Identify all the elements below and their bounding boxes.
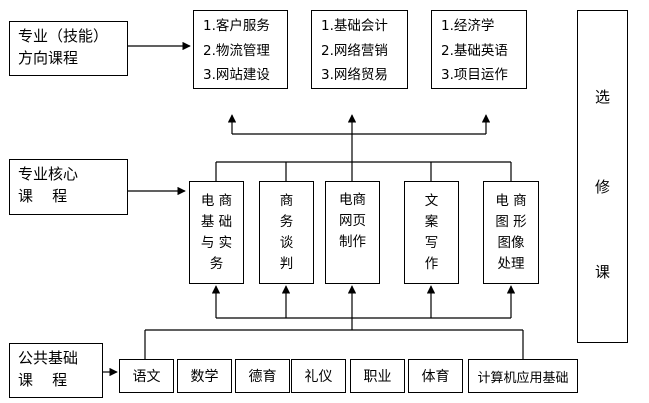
label-direction-line1: 专业（技能） xyxy=(18,27,109,45)
core-box-5: 电 商 图 形 图像 处理 xyxy=(483,181,539,284)
core-line: 处理 xyxy=(497,255,525,272)
direction-course-item: 3.网站建设 xyxy=(203,67,270,83)
label-direction-courses: 专业（技能） 方向课程 xyxy=(9,21,128,76)
label-core-line1: 专业核心 xyxy=(18,165,79,183)
label-core-courses: 专业核心 课 程 xyxy=(9,159,128,215)
label-direction-line2: 方向课程 xyxy=(18,49,79,67)
core-box-1: 电 商 基 础 与 实 务 xyxy=(189,181,244,284)
core-line: 制作 xyxy=(339,234,366,250)
core-line: 电 商 xyxy=(200,192,233,209)
core-line: 图 形 xyxy=(495,213,527,230)
label-public-line2: 课 程 xyxy=(18,371,68,389)
core-line: 务 xyxy=(279,213,294,230)
core-line: 谈 xyxy=(279,234,294,251)
core-line: 电商 xyxy=(339,192,366,208)
direction-box-3: 1.经济学 2.基础英语 3.项目运作 xyxy=(431,10,527,89)
public-course-computer: 计算机应用基础 xyxy=(468,359,578,393)
core-line: 案 xyxy=(424,213,439,230)
core-line: 文 xyxy=(424,192,439,209)
elective-char: 课 xyxy=(594,263,610,281)
label-public-line1: 公共基础 xyxy=(18,349,79,367)
public-course-tiyu: 体育 xyxy=(408,359,463,393)
core-line: 务 xyxy=(209,255,224,272)
core-line: 基 础 xyxy=(200,213,233,230)
direction-course-item: 1.经济学 xyxy=(441,18,495,34)
core-line: 图像 xyxy=(497,234,525,251)
direction-course-item: 1.客户服务 xyxy=(203,18,270,34)
direction-course-item: 3.项目运作 xyxy=(441,67,508,83)
core-line: 网页 xyxy=(339,213,366,229)
core-line: 判 xyxy=(279,255,294,272)
direction-course-item: 2.基础英语 xyxy=(441,42,508,59)
elective-char: 修 xyxy=(594,178,610,196)
label-public-courses: 公共基础 课 程 xyxy=(9,343,103,398)
core-box-4: 文 案 写 作 xyxy=(404,181,459,284)
direction-course-item: 3.网络贸易 xyxy=(321,67,388,83)
public-course-yuwen: 语文 xyxy=(119,359,174,393)
core-line: 商 xyxy=(279,192,294,209)
direction-box-1: 1.客户服务 2.物流管理 3.网站建设 xyxy=(193,10,288,89)
core-box-3: 电商 网页 制作 xyxy=(325,181,380,284)
core-line: 作 xyxy=(424,255,439,272)
elective-box: 选 修 课 xyxy=(577,10,628,343)
core-line: 电 商 xyxy=(495,192,527,209)
direction-box-2: 1.基础会计 2.网络营销 3.网络贸易 xyxy=(311,10,408,89)
core-box-2: 商 务 谈 判 xyxy=(259,181,314,284)
elective-char: 选 xyxy=(594,88,610,106)
direction-course-item: 1.基础会计 xyxy=(321,18,388,34)
label-core-line2: 课 程 xyxy=(18,187,68,205)
public-course-zhiye: 职业 xyxy=(350,359,405,393)
public-course-deyu: 德育 xyxy=(235,359,290,393)
direction-course-item: 2.物流管理 xyxy=(203,42,270,59)
public-course-shuxue: 数学 xyxy=(177,359,232,393)
public-course-liyi: 礼仪 xyxy=(291,359,346,393)
core-line: 与 实 xyxy=(200,234,233,251)
direction-course-item: 2.网络营销 xyxy=(321,42,388,59)
core-line: 写 xyxy=(424,234,439,251)
